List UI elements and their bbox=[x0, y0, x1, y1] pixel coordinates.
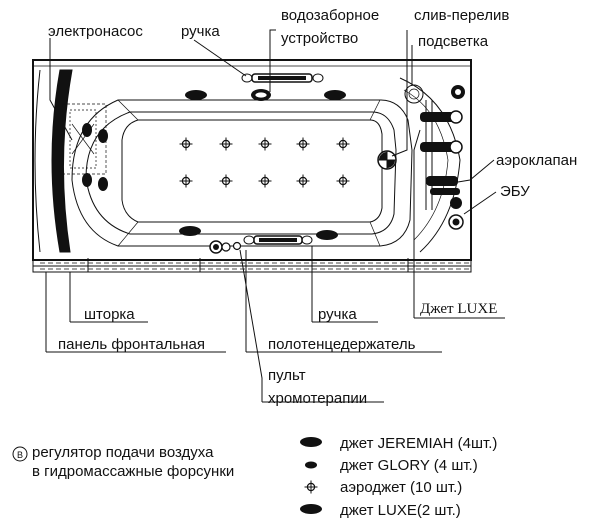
label-light: подсветка bbox=[418, 33, 489, 50]
bottom-handle bbox=[243, 235, 313, 245]
aerojet bbox=[335, 136, 351, 152]
callout-labels: электронасос ручка водозаборное устройст… bbox=[48, 7, 577, 407]
aerojet bbox=[257, 173, 273, 189]
top-handle bbox=[241, 73, 324, 83]
lighting-equipment bbox=[404, 84, 465, 210]
legend-item-luxe: джет LUXE(2 шт.) bbox=[340, 502, 461, 519]
label-overflow: слив-перелив bbox=[414, 7, 509, 24]
jet-jeremiah bbox=[185, 90, 207, 100]
label-ecu: ЭБУ bbox=[500, 183, 530, 200]
label-handle-bottom: ручка bbox=[318, 306, 357, 323]
jet-glory-icon bbox=[305, 461, 317, 469]
leader-lines bbox=[45, 29, 505, 403]
aerojet bbox=[178, 136, 194, 152]
aerojet bbox=[295, 173, 311, 189]
towel-holder-and-remote bbox=[209, 240, 242, 254]
jet-glory bbox=[98, 129, 108, 143]
legend-item-glory: джет GLORY (4 шт.) bbox=[340, 457, 478, 474]
legend-item-jeremiah: джет JEREMIAH (4шт.) bbox=[340, 435, 497, 452]
intake-device bbox=[251, 89, 271, 101]
label-handle-top: ручка bbox=[181, 23, 220, 40]
jet-jeremiah bbox=[179, 226, 201, 236]
aerojet bbox=[335, 173, 351, 189]
glory-jets bbox=[82, 123, 108, 191]
overflow-drain bbox=[377, 150, 397, 170]
label-air-valve: аэроклапан bbox=[496, 152, 577, 169]
label-remote-line1: пульт bbox=[268, 367, 306, 384]
jet-luxe-icon bbox=[300, 504, 322, 514]
regulator-symbol-icon bbox=[12, 446, 28, 462]
aerojet bbox=[295, 136, 311, 152]
regulator-symbol: В bbox=[17, 450, 23, 460]
jet-jeremiah-icon bbox=[300, 437, 322, 447]
aerojet bbox=[257, 136, 273, 152]
legend-item-aerojet: аэроджет (10 шт.) bbox=[340, 479, 462, 496]
jet-glory bbox=[82, 173, 92, 187]
label-pump: электронасос bbox=[48, 23, 143, 40]
label-intake-line1: водозаборное bbox=[281, 7, 379, 24]
label-remote-line2: хромотерапии bbox=[268, 390, 367, 407]
aerojet bbox=[218, 173, 234, 189]
label-towel-holder: полотенцедержатель bbox=[268, 336, 416, 353]
legend-regulator-line1: регулятор подачи воздуха bbox=[32, 444, 214, 461]
aerojets bbox=[178, 136, 351, 189]
legend-regulator-line2: в гидромассажные форсунки bbox=[32, 463, 234, 480]
aerojet bbox=[178, 173, 194, 189]
bathtub-outline bbox=[32, 59, 472, 273]
legend: В регулятор подачи воздуха в гидромассаж… bbox=[12, 435, 497, 519]
jet-jeremiah bbox=[324, 90, 346, 100]
label-front-panel: панель фронтальная bbox=[58, 336, 205, 353]
jet-jeremiah bbox=[316, 230, 338, 240]
air-valve-and-ecu bbox=[426, 176, 464, 230]
label-jet-luxe: Джет LUXE bbox=[420, 301, 497, 317]
label-curtain: шторка bbox=[84, 306, 135, 323]
aerojet-icon bbox=[303, 479, 319, 495]
jet-glory bbox=[98, 177, 108, 191]
jeremiah-jets bbox=[179, 90, 346, 240]
aerojet bbox=[218, 136, 234, 152]
jet-glory bbox=[82, 123, 92, 137]
label-intake-line2: устройство bbox=[281, 30, 358, 47]
